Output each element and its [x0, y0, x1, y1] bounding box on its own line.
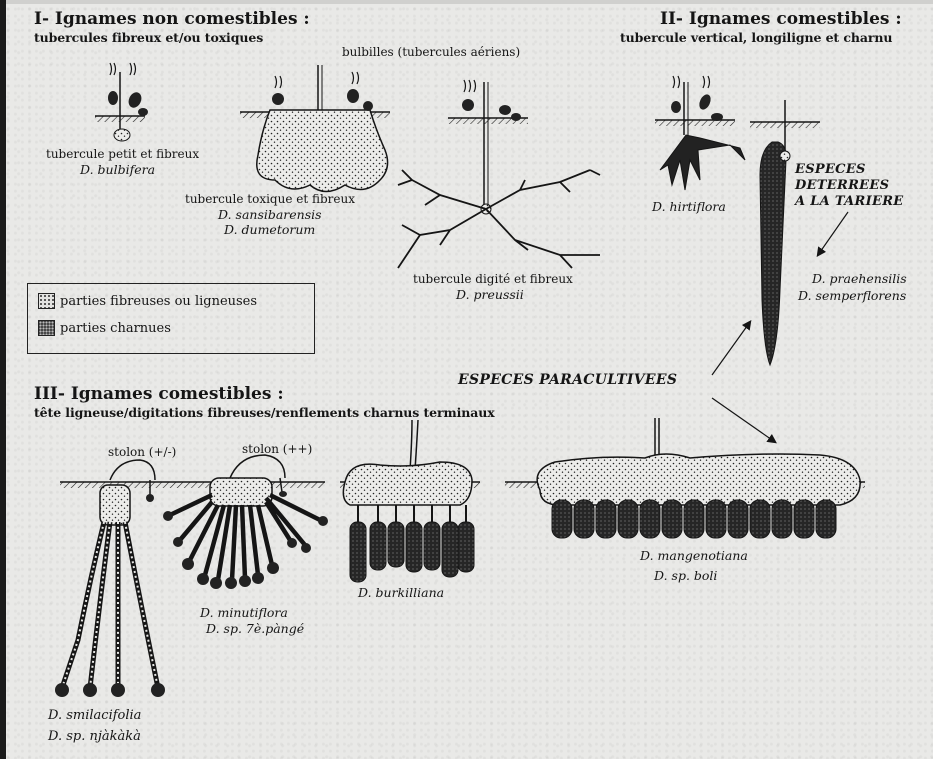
- legend-fibrous-label: parties fibreuses ou ligneuses: [60, 294, 257, 309]
- mangenotiana-drawing: [505, 418, 865, 538]
- bulbifera-drawing: [95, 63, 148, 141]
- smilacifolia-species: D. smilacifolia: [48, 708, 141, 723]
- mangenotiana-species: D. mangenotiana: [640, 548, 748, 563]
- bulbils-label: bulbilles (tubercules aériens): [342, 45, 520, 59]
- section-1-subtitle: tubercules fibreux et/ou toxiques: [34, 30, 263, 45]
- minutiflora-drawing: [163, 455, 328, 589]
- legend-fleshy-label: parties charnues: [60, 321, 171, 336]
- section-1-title: I- Ignames non comestibles :: [34, 9, 310, 29]
- burkilliana-drawing: [340, 420, 480, 582]
- bulbifera-label: tubercule petit et fibreux: [46, 147, 199, 161]
- legend: parties fibreuses ou ligneuses parties c…: [27, 283, 315, 354]
- section-3-title: III- Ignames comestibles :: [34, 384, 284, 404]
- dug-label-line-1: ESPECES: [795, 162, 866, 177]
- sansibarensis-species: D. sansibarensis: [218, 207, 322, 222]
- hirtiflora-species: D. hirtiflora: [652, 199, 726, 214]
- sansibarensis-label: tubercule toxique et fibreux: [185, 192, 355, 206]
- dumetorum-species: D. dumetorum: [224, 222, 315, 237]
- dug-label-line-2: DETERREES: [795, 178, 889, 193]
- njakaka-species: D. sp. njàkàkà: [48, 729, 141, 744]
- burkilliana-species: D. burkilliana: [358, 585, 444, 600]
- preussii-drawing: [398, 80, 600, 268]
- section-2-subtitle: tubercule vertical, longiligne et charnu: [620, 30, 892, 45]
- legend-item-fibrous: parties fibreuses ou ligneuses: [38, 293, 257, 309]
- section-2-title: II- Ignames comestibles :: [660, 9, 902, 29]
- legend-item-fleshy: parties charnues: [38, 320, 171, 336]
- stolon-pp-label: stolon (++): [242, 442, 312, 456]
- semperflorens-species: D. semperflorens: [798, 288, 906, 303]
- sp7-species: D. sp. 7è.pàngé: [206, 621, 304, 636]
- minutiflora-species: D. minutiflora: [200, 605, 288, 620]
- sansibarensis-drawing: [240, 65, 390, 192]
- smilacifolia-drawing: [55, 460, 175, 697]
- paracultivated-label: ESPECES PARACULTIVEES: [458, 372, 677, 388]
- bulbifera-species: D. bulbifera: [80, 162, 155, 177]
- fibrous-swatch: [38, 293, 55, 309]
- preussii-species: D. preussii: [456, 287, 524, 302]
- boli-species: D. sp. boli: [654, 568, 717, 583]
- hirtiflora-drawing: [655, 76, 745, 190]
- preussii-label: tubercule digité et fibreux: [413, 272, 573, 286]
- fleshy-swatch: [38, 320, 55, 336]
- stolon-pm-label: stolon (+/-): [108, 445, 176, 459]
- praehensilis-species: D. praehensilis: [812, 271, 907, 286]
- section-3-subtitle: tête ligneuse/digitations fibreuses/renf…: [34, 405, 495, 420]
- dug-label-line-3: A LA TARIERE: [795, 194, 904, 209]
